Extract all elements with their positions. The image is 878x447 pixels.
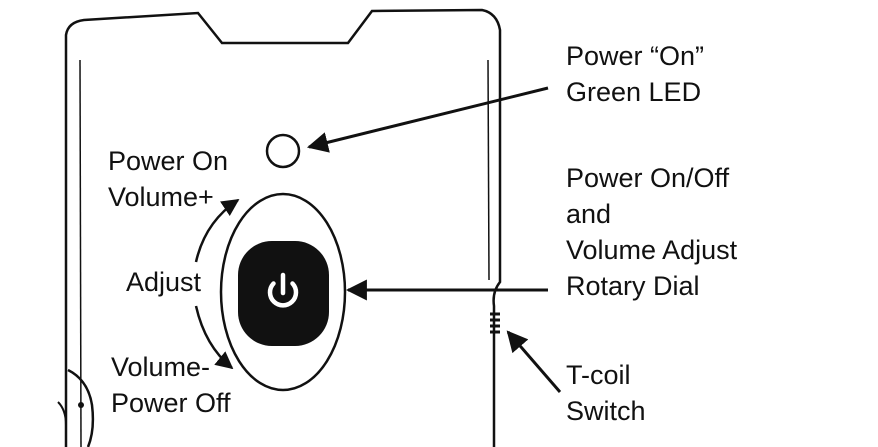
volume-plus-label-line1: Power On bbox=[108, 146, 229, 176]
dial-label-line1: Power On/Off bbox=[566, 163, 730, 193]
adjust-arrow-up bbox=[194, 198, 240, 263]
rotary-dial-ring bbox=[219, 192, 347, 392]
dial-label-line3: Volume Adjust bbox=[566, 235, 738, 265]
tcoil-label-line1: T-coil bbox=[566, 360, 631, 390]
power-led bbox=[265, 133, 301, 169]
side-clip-outline bbox=[67, 368, 95, 447]
device-inner-edge-right bbox=[487, 59, 490, 281]
tcoil-switch[interactable] bbox=[490, 312, 500, 334]
adjust-label: Adjust bbox=[126, 267, 202, 297]
power-icon bbox=[267, 272, 299, 308]
led-label-line1: Power “On” bbox=[566, 41, 705, 71]
adjust-arrow-down bbox=[194, 305, 234, 370]
volume-minus-label-line2: Power Off bbox=[111, 388, 231, 418]
tcoil-callout-arrow bbox=[506, 330, 562, 393]
side-clip-dot bbox=[78, 402, 84, 408]
volume-plus-label-line2: Volume+ bbox=[108, 182, 214, 212]
dial-label-line2: and bbox=[566, 199, 612, 229]
volume-minus-label-line1: Volume- bbox=[111, 352, 211, 382]
led-callout-arrow bbox=[306, 86, 549, 153]
device-inner-edge-left bbox=[79, 59, 82, 447]
side-clip-inner bbox=[57, 401, 67, 426]
dial-label-line4: Rotary Dial bbox=[566, 271, 700, 301]
led-label-line2: Green LED bbox=[566, 77, 702, 107]
rotary-dial[interactable] bbox=[238, 241, 329, 346]
tcoil-label-line2: Switch bbox=[566, 396, 646, 426]
device-body-outline bbox=[64, 8, 502, 447]
